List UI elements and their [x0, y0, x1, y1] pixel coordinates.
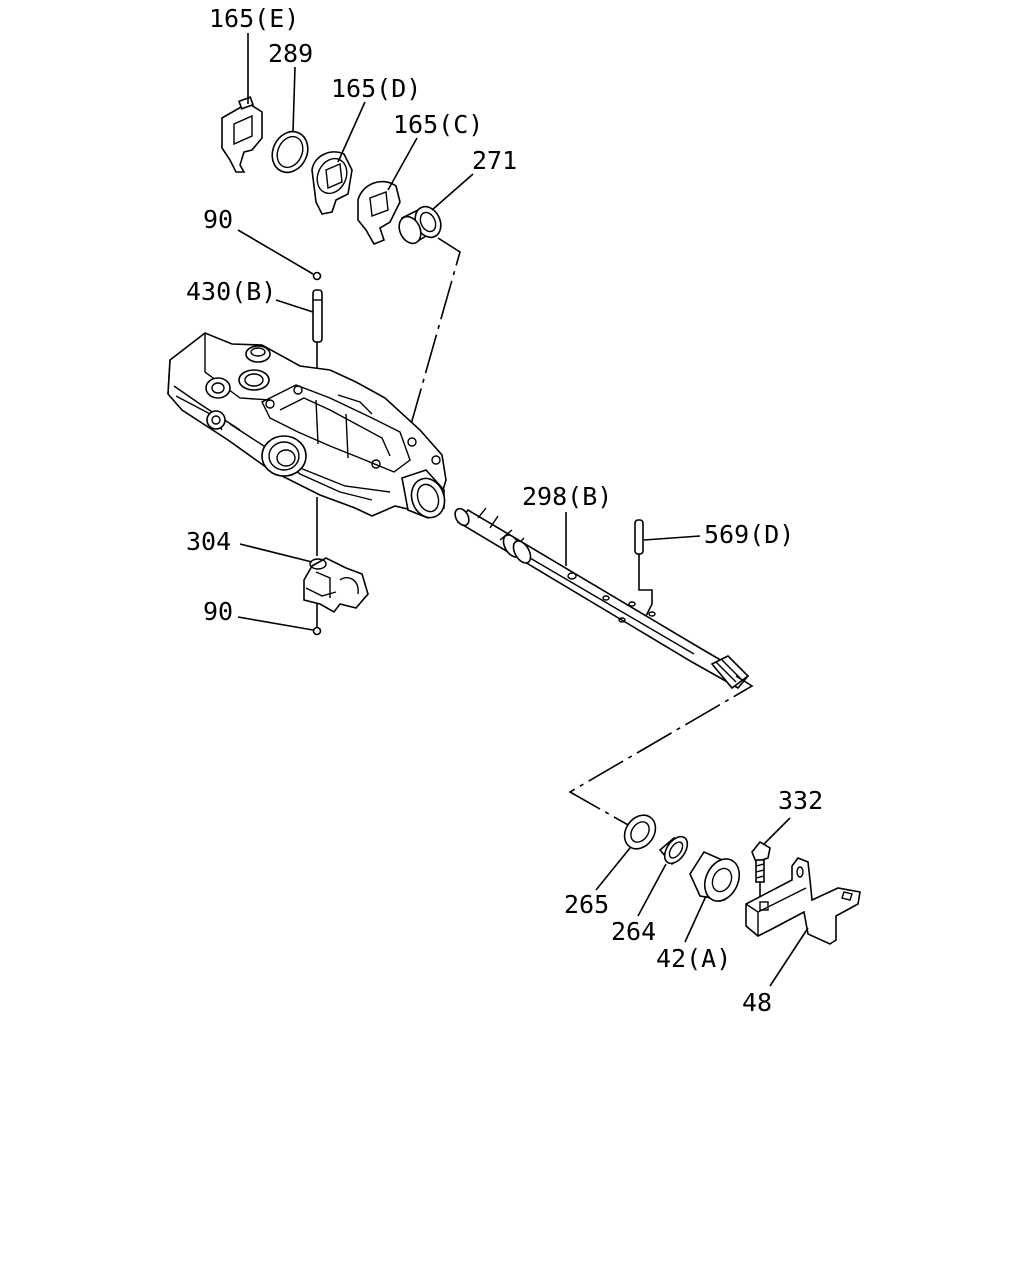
callout-90-top: 90	[203, 205, 233, 234]
leader-289	[292, 66, 296, 133]
part-48-bracket	[745, 857, 861, 945]
callout-265: 265	[564, 890, 609, 919]
callout-264: 264	[611, 917, 656, 946]
part-90-top-ball	[312, 271, 322, 281]
leader-48	[769, 927, 809, 987]
part-430b-pin	[312, 289, 323, 343]
part-42a-bushing	[689, 850, 741, 902]
callout-165e: 165(E)	[209, 4, 299, 33]
part-289-ring	[271, 130, 309, 174]
part-165e-plate	[221, 96, 263, 173]
callout-332: 332	[778, 786, 823, 815]
callout-90-bottom: 90	[203, 597, 233, 626]
leader-569d	[643, 535, 701, 541]
callout-569d: 569(D)	[704, 520, 794, 549]
callout-304: 304	[186, 527, 231, 556]
part-569d-pin	[634, 519, 644, 555]
leader-332	[763, 817, 791, 845]
leader-90-top	[237, 229, 314, 275]
part-298b-shaft	[454, 507, 750, 690]
leader-265	[595, 847, 631, 891]
part-165c-plate	[357, 180, 401, 246]
leader-430b	[275, 299, 314, 313]
callout-42a: 42(A)	[656, 944, 731, 973]
callout-289: 289	[268, 39, 313, 68]
part-264-bushing	[658, 835, 689, 866]
leader-165d	[337, 101, 366, 163]
part-304-fork	[303, 557, 369, 614]
leader-271	[431, 173, 474, 211]
part-271-bushing	[398, 205, 442, 245]
assembly-line-569d	[638, 554, 653, 617]
part-165d-cam	[311, 151, 353, 215]
leader-42a	[684, 895, 707, 943]
part-332-bolt	[751, 840, 771, 883]
part-shift-housing	[167, 332, 447, 519]
callout-165d: 165(D)	[331, 74, 421, 103]
callout-271: 271	[472, 146, 517, 175]
leader-165c	[387, 137, 418, 191]
part-90-bottom-ball	[312, 626, 322, 636]
callout-165c: 165(C)	[393, 110, 483, 139]
assembly-line-271	[397, 237, 461, 471]
leader-90-bottom	[237, 616, 314, 631]
leader-264	[637, 863, 667, 917]
callout-430b: 430(B)	[186, 277, 276, 306]
part-265-seal	[623, 814, 657, 850]
leader-304	[239, 543, 313, 563]
callout-48: 48	[742, 988, 772, 1017]
callout-298b: 298(B)	[522, 482, 612, 511]
assembly-line-lower	[568, 675, 754, 827]
